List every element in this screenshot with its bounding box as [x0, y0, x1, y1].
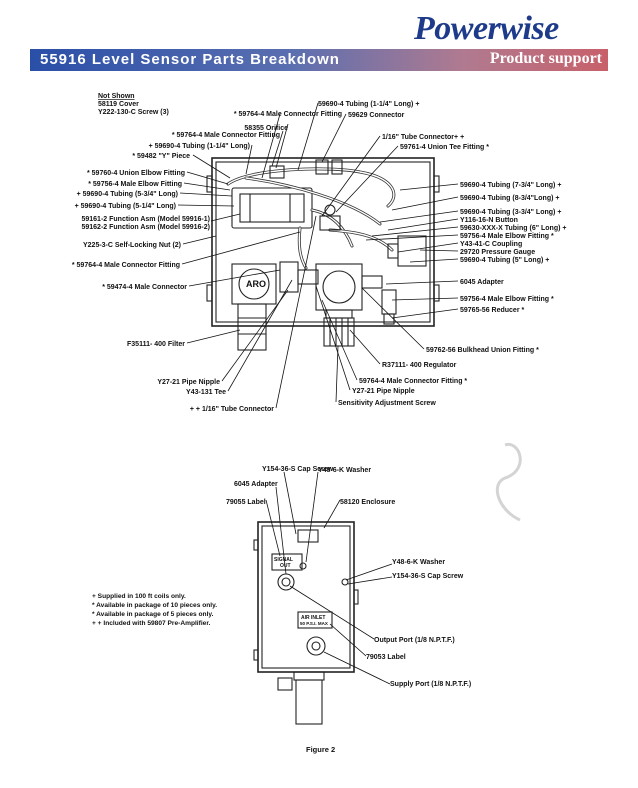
- upper-leader-lines: [177, 102, 459, 409]
- label-regulator: R37111- 400 Regulator: [382, 362, 457, 369]
- label-union-tee: 59761-4 Union Tee Fitting *: [400, 144, 489, 151]
- page-title: 55916 Level Sensor Parts Breakdown: [40, 51, 340, 68]
- label-tee: Y43-131 Tee: [186, 389, 226, 396]
- label-male-connector-3: * 59764-4 Male Connector Fitting: [72, 262, 180, 269]
- label-y-piece: * 59482 "Y" Piece: [132, 153, 190, 160]
- air-plate-line1: AIR INLET: [301, 615, 325, 621]
- label-tubing-7-3-4: 59690-4 Tubing (7-3/4" Long) +: [460, 182, 561, 189]
- label-self-locking-nut: Y225-3-C Self-Locking Nut (2): [83, 242, 181, 249]
- label-male-elbow-right-1: 59756-4 Male Elbow Fitting *: [460, 233, 554, 240]
- label-bulkhead-union: 59762-56 Bulkhead Union Fitting *: [426, 347, 539, 354]
- label-connector-59629: 59629 Connector: [348, 112, 405, 119]
- not-shown-heading: Not Shown: [98, 93, 135, 100]
- svg-text:ARO: ARO: [246, 279, 266, 289]
- label-tubing-right-1: 59690-4 Tubing (1-1/4" Long) +: [318, 101, 419, 108]
- label-reducer: 59765-56 Reducer *: [460, 307, 524, 314]
- label-tubing-5-1-4: + 59690-4 Tubing (5-1/4" Long): [75, 203, 176, 210]
- label-tubing-6: 59630-XXX-X Tubing (6" Long) +: [460, 225, 566, 232]
- label-pressure-gauge: 29720 Pressure Gauge: [460, 249, 535, 256]
- label-tubing-8-3-4: 59690-4 Tubing (8-3/4"Long) +: [460, 195, 559, 202]
- legend-line-3: * Available in package of 5 pieces only.: [92, 611, 214, 618]
- label-sensitivity-screw: Sensitivity Adjustment Screw: [338, 400, 436, 407]
- label-tube-connector-bottom: + + 1/16" Tube Connector: [190, 406, 274, 413]
- air-plate-line2: 50 P.S.I. MAX: [300, 621, 328, 626]
- label-tubing-1-1-4: + 59690-4 Tubing (1-1/4" Long): [149, 143, 250, 150]
- label-function-asm-2: 59162-2 Function Asm (Model 59916-2): [81, 224, 210, 231]
- label-pipe-nipple-left: Y27-21 Pipe Nipple: [157, 379, 220, 386]
- label-male-connector-2: * 59764-4 Male Connector Fitting: [172, 132, 280, 139]
- label-output-port: Output Port (1/8 N.P.T.F.): [374, 637, 455, 644]
- page-subtitle: Product support: [489, 50, 602, 67]
- label-washer-side: Y48-6-K Washer: [392, 559, 445, 566]
- label-adapter-upper: 6045 Adapter: [460, 279, 504, 286]
- not-shown-screw: Y222-130-C Screw (3): [98, 109, 169, 116]
- label-tubing-3-3-4: 59690-4 Tubing (3-3/4" Long) +: [460, 209, 561, 216]
- label-function-asm-1: 59161-2 Function Asm (Model 59916-1): [81, 216, 210, 223]
- not-shown-cover: 58119 Cover: [98, 101, 139, 108]
- label-male-connector-1: * 59764-4 Male Connector Fitting: [234, 111, 342, 118]
- label-orifice: 58355 Orifice: [244, 125, 288, 132]
- label-filter: F35111- 400 Filter: [127, 341, 185, 348]
- legend-line-2: * Available in package of 10 pieces only…: [92, 602, 217, 609]
- label-adapter-lower: 6045 Adapter: [234, 481, 278, 488]
- label-cap-screw-side: Y154-36-S Cap Screw: [392, 573, 464, 580]
- watermark-swirl: [495, 443, 522, 522]
- label-coupling: Y43-41-C Coupling: [460, 241, 522, 248]
- label-supply-port: Supply Port (1/8 N.P.T.F.): [390, 681, 471, 688]
- signal-plate-line1: SIGNAL: [274, 557, 293, 563]
- label-79053: 79053 Label: [366, 654, 406, 661]
- label-button: Y116-16-N Button: [460, 217, 518, 224]
- label-pipe-nipple-right: Y27-21 Pipe Nipple: [352, 388, 415, 395]
- upper-assembly: ARO: [206, 157, 440, 351]
- label-cap-screw-top: Y154-36-S Cap Screw: [262, 466, 334, 473]
- lower-leader-lines: [265, 471, 393, 685]
- label-tube-connector-top: 1/16" Tube Connector+ +: [382, 134, 464, 141]
- label-male-connector-right: 59764-4 Male Connector Fitting *: [359, 378, 467, 385]
- legend-line-1: + Supplied in 100 ft coils only.: [92, 593, 186, 600]
- label-male-elbow-right-2: 59756-4 Male Elbow Fitting *: [460, 296, 554, 303]
- label-79055: 79055 Label: [226, 499, 266, 506]
- brand-logo: Powerwise: [414, 10, 559, 47]
- label-union-elbow: * 59760-4 Union Elbow Fitting: [87, 170, 185, 177]
- title-banner: 55916 Level Sensor Parts Breakdown Produ…: [30, 49, 608, 71]
- label-washer-top: Y48-6-K Washer: [318, 467, 371, 474]
- lower-assembly: [253, 521, 359, 725]
- figure-caption: Figure 2: [306, 745, 335, 754]
- label-tubing-5-3-4: + 59690-4 Tubing (5-3/4" Long): [77, 191, 178, 198]
- label-male-connector-474: * 59474-4 Male Connector: [102, 284, 187, 291]
- label-male-elbow-left: * 59756-4 Male Elbow Fitting: [88, 181, 182, 188]
- label-enclosure: 58120 Enclosure: [340, 499, 395, 506]
- legend-line-4: + + Included with 59807 Pre-Amplifier.: [92, 620, 211, 627]
- label-tubing-5: 59690-4 Tubing (5" Long) +: [460, 257, 549, 264]
